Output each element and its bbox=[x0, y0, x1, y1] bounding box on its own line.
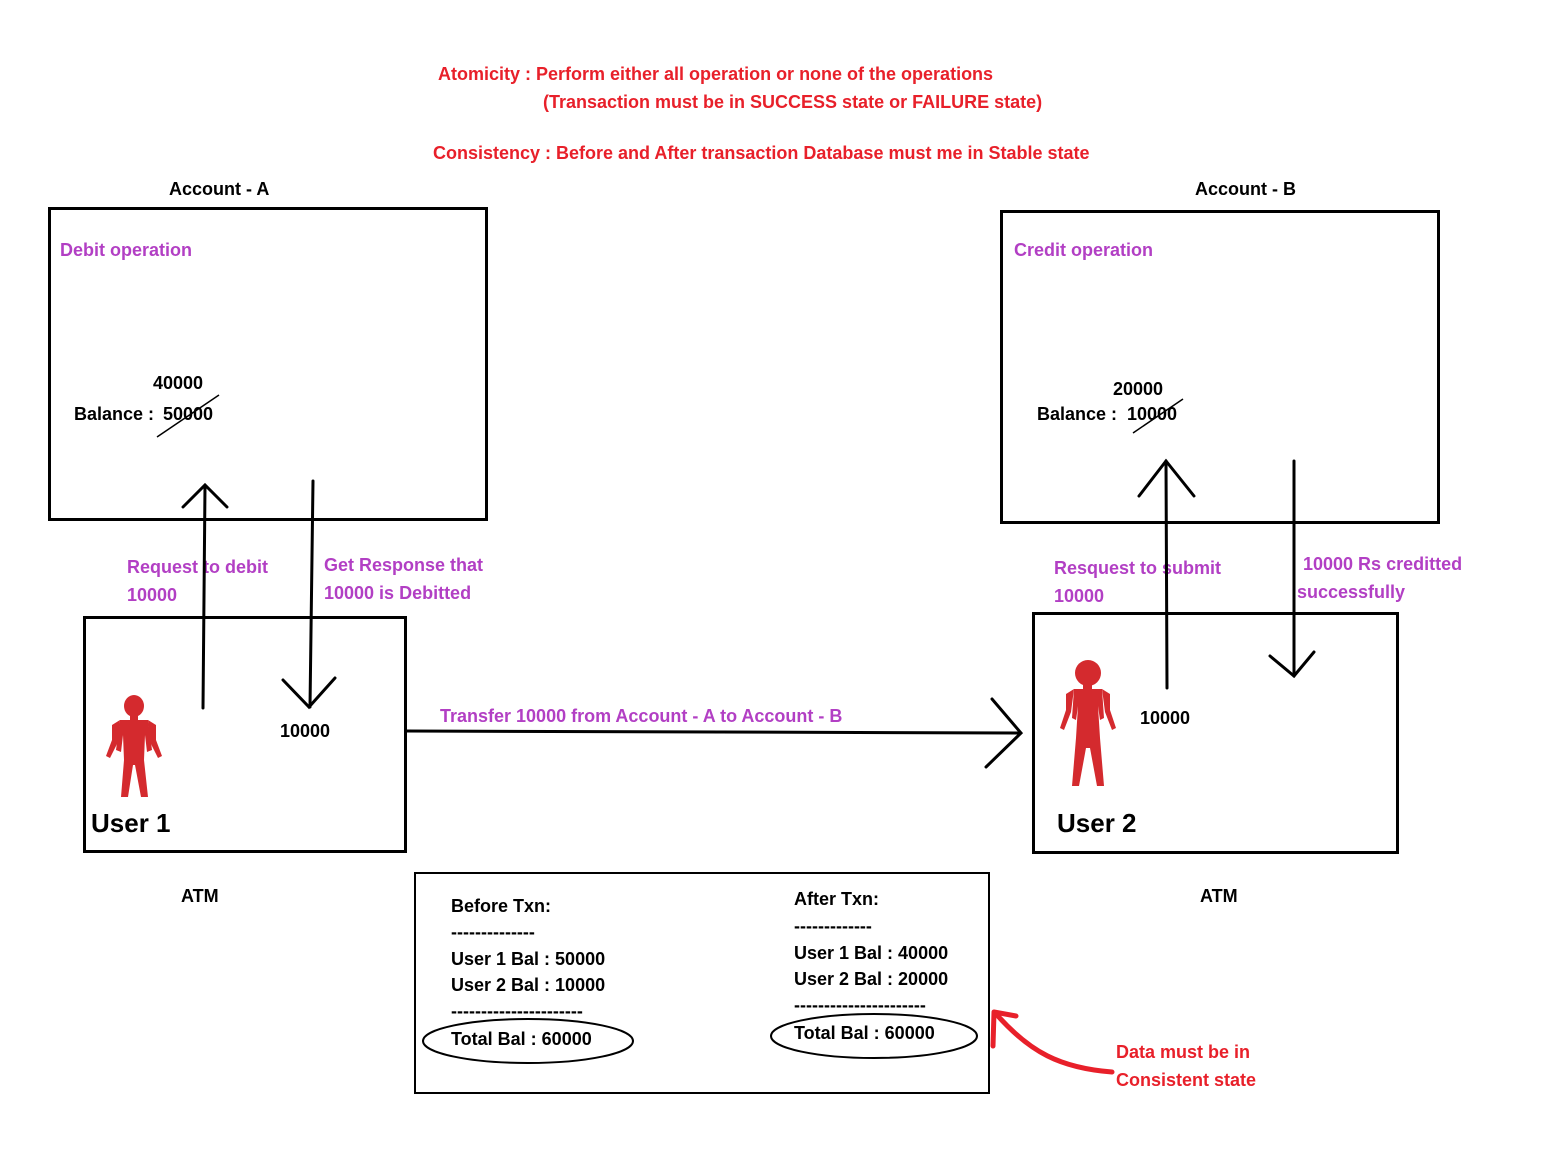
after-total-ellipse bbox=[770, 1013, 978, 1059]
user2-response-line1: 10000 Rs creditted bbox=[1303, 554, 1463, 574]
after-separator: ------------- bbox=[794, 916, 872, 936]
account-a-new-balance: 40000 bbox=[153, 373, 204, 393]
user2-person-icon bbox=[1060, 660, 1116, 786]
after-title: After Txn: bbox=[794, 889, 879, 909]
user1-request-line2: 10000 bbox=[127, 585, 178, 605]
note-line1: Data must be in bbox=[1116, 1042, 1251, 1062]
account-b-new-balance: 20000 bbox=[1113, 379, 1164, 399]
user1-person-icon bbox=[106, 695, 162, 797]
account-b-balance-label: Balance : bbox=[1037, 404, 1118, 424]
user2-response-arrow-down-icon bbox=[1268, 459, 1316, 679]
before-total: Total Bal : 60000 bbox=[451, 1029, 592, 1049]
after-user1-balance: User 1 Bal : 40000 bbox=[794, 943, 949, 963]
before-total-ellipse bbox=[422, 1018, 634, 1064]
summary-box bbox=[414, 872, 990, 1094]
atomicity-line-1: Atomicity : Perform either all operation… bbox=[438, 64, 994, 84]
account-a-box bbox=[48, 207, 488, 521]
user1-request-line1: Request to debit bbox=[127, 557, 269, 577]
user2-request-line2: 10000 bbox=[1054, 586, 1105, 606]
user2-request-line1: Resquest to submit bbox=[1054, 558, 1222, 578]
user1-response-line2: 10000 is Debitted bbox=[324, 583, 472, 603]
consistency-text: Consistency : Before and After transacti… bbox=[433, 143, 1090, 163]
curved-arrow-icon bbox=[990, 1009, 1115, 1075]
account-b-operation: Credit operation bbox=[1014, 240, 1154, 260]
account-a-balance-label: Balance : bbox=[74, 404, 155, 424]
user1-atm-box bbox=[83, 616, 407, 853]
user2-atm-label: ATM bbox=[1200, 886, 1238, 906]
user2-name: User 2 bbox=[1057, 808, 1137, 838]
user1-request-arrow-up-icon bbox=[181, 482, 229, 710]
before-separator: -------------- bbox=[451, 922, 535, 942]
user1-amount: 10000 bbox=[280, 721, 331, 741]
account-b-old-balance: 10000 bbox=[1127, 404, 1178, 424]
account-a-operation: Debit operation bbox=[60, 240, 193, 260]
transfer-arrow-right-icon bbox=[404, 697, 1024, 769]
user2-amount: 10000 bbox=[1140, 708, 1191, 728]
after-separator-2: ---------------------- bbox=[794, 995, 926, 1015]
account-a-old-balance: 50000 bbox=[163, 404, 214, 424]
note-line2: Consistent state bbox=[1116, 1070, 1257, 1090]
user1-name: User 1 bbox=[91, 808, 171, 838]
before-user1-balance: User 1 Bal : 50000 bbox=[451, 949, 606, 969]
user2-request-arrow-up-icon bbox=[1137, 458, 1196, 690]
account-b-strike-line bbox=[1132, 398, 1184, 434]
user1-response-line1: Get Response that bbox=[324, 555, 484, 575]
account-a-title: Account - A bbox=[169, 179, 270, 199]
account-a-strike-line bbox=[156, 394, 220, 438]
before-user2-balance: User 2 Bal : 10000 bbox=[451, 975, 606, 995]
user2-response-line2: successfully bbox=[1297, 582, 1406, 602]
transfer-label: Transfer 10000 from Account - A to Accou… bbox=[440, 706, 843, 726]
account-b-title: Account - B bbox=[1195, 179, 1296, 199]
before-separator-2: ---------------------- bbox=[451, 1001, 583, 1021]
after-user2-balance: User 2 Bal : 20000 bbox=[794, 969, 949, 989]
before-title: Before Txn: bbox=[451, 896, 552, 916]
user2-atm-box bbox=[1032, 612, 1399, 854]
atomicity-line-2: (Transaction must be in SUCCESS state or… bbox=[543, 92, 1043, 112]
user1-atm-label: ATM bbox=[181, 886, 219, 906]
after-total: Total Bal : 60000 bbox=[794, 1023, 935, 1043]
account-b-box bbox=[1000, 210, 1440, 524]
user1-response-arrow-down-icon bbox=[281, 479, 337, 710]
